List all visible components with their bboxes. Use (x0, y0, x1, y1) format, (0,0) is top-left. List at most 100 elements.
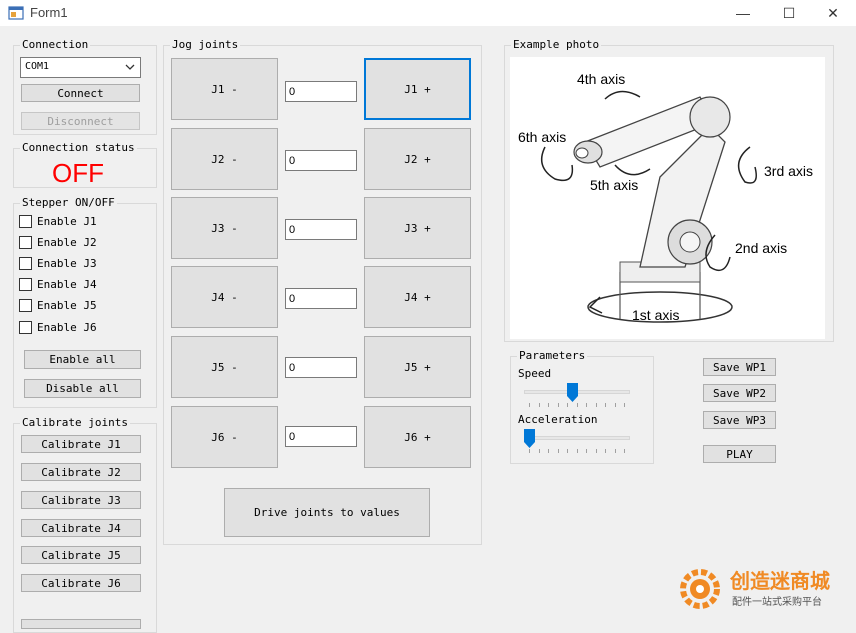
port-select[interactable]: COM1 (20, 57, 141, 78)
j3-minus-button[interactable]: J3 - (171, 197, 278, 259)
minimize-icon: — (736, 5, 750, 21)
calibrate-j4-button[interactable]: Calibrate J4 (21, 519, 141, 537)
j6-minus-button[interactable]: J6 - (171, 406, 278, 468)
axis6-label: 6th axis (518, 129, 567, 145)
checkbox-box[interactable] (19, 320, 32, 334)
jog-group-label: Jog joints (170, 38, 241, 51)
maximize-button[interactable]: ☐ (766, 0, 812, 26)
calibrate-group-label: Calibrate joints (20, 416, 130, 429)
drive-joints-button[interactable]: Drive joints to values (224, 488, 430, 537)
status-group: Connection status (13, 141, 157, 188)
enable-j3-checkbox[interactable]: Enable J3 (19, 255, 97, 271)
checkbox-label: Enable J2 (37, 235, 97, 249)
enable-all-button[interactable]: Enable all (24, 350, 141, 369)
slider-tick (567, 403, 568, 407)
maximize-icon: ☐ (782, 4, 796, 21)
connect-button[interactable]: Connect (21, 84, 140, 102)
checkbox-label: Enable J4 (37, 277, 97, 291)
slider-tick (538, 449, 540, 453)
slider-tick (576, 403, 578, 407)
connection-status-value: OFF (52, 158, 104, 188)
checkbox-label: Enable J5 (37, 298, 97, 312)
enable-j5-checkbox[interactable]: Enable J5 (19, 297, 97, 313)
j3-value-input[interactable] (285, 219, 357, 240)
j2-plus-button[interactable]: J2 + (364, 128, 471, 190)
title-bar: Form1 — ☐ ✕ (0, 0, 856, 26)
j1-minus-button[interactable]: J1 - (171, 58, 278, 120)
j4-plus-button[interactable]: J4 + (364, 266, 471, 328)
close-button[interactable]: ✕ (810, 0, 856, 26)
slider-tick (595, 449, 597, 453)
speed-thumb[interactable] (566, 383, 578, 402)
disable-all-button[interactable]: Disable all (24, 379, 141, 398)
speed-slider[interactable] (524, 383, 630, 411)
slider-tick (567, 449, 568, 453)
axis3-label: 3rd axis (764, 163, 814, 179)
checkbox-box[interactable] (19, 277, 32, 291)
slider-tick (595, 403, 597, 407)
play-button[interactable]: PLAY (703, 445, 776, 463)
calibrate-j1-button[interactable]: Calibrate J1 (21, 435, 141, 453)
slider-tick (614, 403, 616, 407)
enable-j2-checkbox[interactable]: Enable J2 (19, 234, 97, 250)
axis1-label: 1st axis (632, 307, 680, 323)
j4-minus-button[interactable]: J4 - (171, 266, 278, 328)
minimize-button[interactable]: — (720, 0, 766, 26)
slider-tick (557, 403, 559, 407)
save-wp1-button[interactable]: Save WP1 (703, 358, 776, 376)
status-group-label: Connection status (20, 141, 137, 154)
close-icon: ✕ (827, 4, 839, 21)
calibrate-group: Calibrate joints (13, 416, 157, 633)
watermark-brand: 创造迷商城 (730, 569, 830, 593)
j5-minus-button[interactable]: J5 - (171, 336, 278, 398)
calibrate-j2-button[interactable]: Calibrate J2 (21, 463, 141, 481)
acceleration-thumb[interactable] (524, 429, 535, 448)
disconnect-button[interactable]: Disconnect (21, 112, 140, 130)
enable-j1-checkbox[interactable]: Enable J1 (19, 213, 97, 229)
app-icon (8, 6, 24, 20)
checkbox-box[interactable] (19, 235, 32, 249)
enable-j6-checkbox[interactable]: Enable J6 (19, 319, 97, 335)
checkbox-box[interactable] (19, 214, 32, 228)
save-wp2-button[interactable]: Save WP2 (703, 384, 776, 402)
slider-tick (624, 403, 625, 407)
acceleration-slider[interactable] (524, 429, 630, 457)
robot-arm-illustration (540, 90, 757, 323)
j1-value-input[interactable] (285, 81, 357, 102)
calibrate-j6-button[interactable]: Calibrate J6 (21, 574, 141, 592)
j2-minus-button[interactable]: J2 - (171, 128, 278, 190)
slider-tick (614, 449, 616, 453)
slider-tick (586, 449, 587, 453)
checkbox-label: Enable J1 (37, 214, 97, 228)
photo-group: Example photo (504, 38, 834, 342)
enable-j4-checkbox[interactable]: Enable J4 (19, 276, 97, 292)
checkbox-box[interactable] (19, 298, 32, 312)
save-wp3-button[interactable]: Save WP3 (703, 411, 776, 429)
slider-tick (557, 449, 559, 453)
slider-tick (605, 403, 606, 407)
j1-plus-button[interactable]: J1 + (364, 58, 471, 120)
calibrate-j5-button[interactable]: Calibrate J5 (21, 546, 141, 564)
parameters-group: Parameters (510, 349, 654, 464)
j5-value-input[interactable] (285, 357, 357, 378)
partial-button[interactable] (21, 619, 141, 629)
slider-tick (529, 449, 530, 453)
checkbox-label: Enable J6 (37, 320, 97, 334)
calibrate-j3-button[interactable]: Calibrate J3 (21, 491, 141, 509)
connection-group: Connection (13, 38, 157, 135)
connection-group-label: Connection (20, 38, 91, 51)
checkbox-box[interactable] (19, 256, 32, 270)
stepper-group: Stepper ON/OFF (13, 196, 157, 408)
window-title: Form1 (30, 5, 68, 20)
j5-plus-button[interactable]: J5 + (364, 336, 471, 398)
j6-plus-button[interactable]: J6 + (364, 406, 471, 468)
chevron-down-icon (125, 64, 135, 70)
slider-tick (529, 403, 530, 407)
j2-value-input[interactable] (285, 150, 357, 171)
j4-value-input[interactable] (285, 288, 357, 309)
slider-tick (605, 449, 606, 453)
photo-group-label: Example photo (511, 38, 602, 51)
robot-arm-photo: 4th axis 6th axis 5th axis 3rd axis 2nd … (510, 57, 825, 339)
j6-value-input[interactable] (285, 426, 357, 447)
j3-plus-button[interactable]: J3 + (364, 197, 471, 259)
